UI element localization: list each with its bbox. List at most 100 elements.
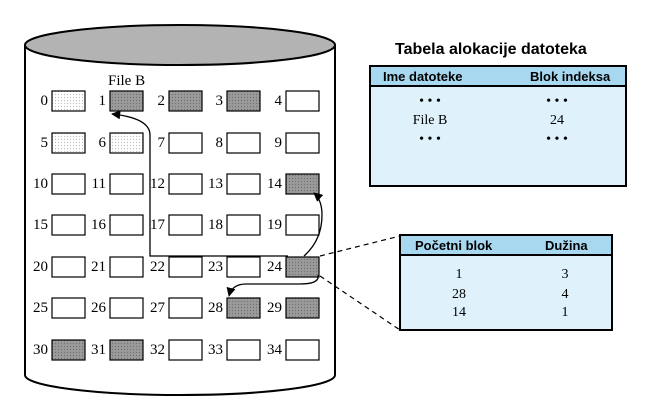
disk-block-28: 28 — [208, 297, 261, 319]
index-cell-start: 28 — [452, 287, 466, 302]
block-number: 13 — [208, 176, 223, 192]
disk-block-1: 1 — [99, 90, 144, 112]
block-number: 21 — [91, 259, 106, 275]
block-number: 22 — [150, 259, 165, 275]
disk-block-2: 2 — [158, 90, 203, 112]
disk-block-23: 23 — [208, 256, 261, 278]
block-number: 27 — [150, 300, 166, 316]
block-box — [51, 132, 86, 154]
block-number: 26 — [91, 300, 107, 316]
block-number: 16 — [91, 217, 107, 233]
disk-block-7: 7 — [158, 132, 203, 154]
index-cell-length: 4 — [562, 287, 569, 302]
block-box — [226, 173, 261, 195]
disk-block-9: 9 — [275, 132, 320, 154]
block-box — [285, 214, 320, 236]
block-box — [109, 339, 144, 361]
block-box — [168, 132, 203, 154]
disk-block-30: 30 — [33, 339, 86, 361]
block-box — [285, 297, 320, 319]
block-box — [109, 256, 144, 278]
block-number: 34 — [267, 342, 283, 358]
block-box — [51, 256, 86, 278]
disk-block-26: 26 — [91, 297, 144, 319]
disk-block-5: 5 — [41, 132, 86, 154]
block-number: 30 — [33, 342, 48, 358]
block-box — [285, 339, 320, 361]
block-box — [168, 90, 203, 112]
fat-col-indexblock: Blok indeksa — [530, 69, 611, 84]
disk-block-33: 33 — [208, 339, 261, 361]
disk-block-24: 24 — [267, 256, 320, 278]
block-pointers — [111, 110, 324, 297]
fat-cell-indexblock: • • • — [546, 94, 568, 109]
disk-block-14: 14 — [267, 173, 320, 195]
block-number: 3 — [216, 93, 224, 109]
block-box — [51, 297, 86, 319]
disk-block-11: 11 — [92, 173, 144, 195]
index-connectors — [319, 235, 401, 331]
block-box — [226, 132, 261, 154]
fat-row: File B 24 — [413, 113, 564, 128]
disk-block-18: 18 — [208, 214, 261, 236]
block-box — [51, 214, 86, 236]
block-number: 7 — [158, 135, 166, 151]
fat-col-filename: Ime datoteke — [383, 69, 462, 84]
disk-block-19: 19 — [267, 214, 320, 236]
block-number: 0 — [41, 93, 49, 109]
block-number: 31 — [91, 342, 106, 358]
block-number: 5 — [41, 135, 49, 151]
disk-block-25: 25 — [33, 297, 86, 319]
fat-cell-filename: • • • — [419, 132, 441, 147]
disk-block-27: 27 — [150, 297, 203, 319]
block-number: 8 — [216, 135, 224, 151]
block-box — [285, 256, 320, 278]
block-number: 28 — [208, 300, 223, 316]
block-box — [285, 132, 320, 154]
block-number: 32 — [150, 342, 165, 358]
block-number: 10 — [33, 176, 48, 192]
disk-block-20: 20 — [33, 256, 86, 278]
block-box — [168, 173, 203, 195]
block-number: 12 — [150, 176, 165, 192]
block-box — [109, 173, 144, 195]
disk-block-10: 10 — [33, 173, 86, 195]
pointer-to-block-28 — [226, 274, 319, 297]
block-number: 15 — [33, 217, 48, 233]
disk-block-29: 29 — [267, 297, 320, 319]
index-col-length: Dužina — [545, 238, 588, 253]
block-number: 33 — [208, 342, 223, 358]
disk-block-15: 15 — [33, 214, 86, 236]
block-box — [109, 214, 144, 236]
block-box — [226, 214, 261, 236]
disk-block-32: 32 — [150, 339, 203, 361]
block-number: 17 — [150, 217, 166, 233]
block-number: 18 — [208, 217, 223, 233]
pointer-to-block-14 — [303, 192, 324, 257]
block-box — [51, 339, 86, 361]
index-cell-start: 1 — [456, 267, 463, 282]
fat-row: • • • • • • — [419, 132, 568, 147]
block-number: 11 — [92, 176, 106, 192]
disk-block-22: 22 — [150, 256, 203, 278]
fat-cell-indexblock: • • • — [546, 132, 568, 147]
disk-block-8: 8 — [216, 132, 261, 154]
block-box — [168, 297, 203, 319]
block-number: 20 — [33, 259, 48, 275]
block-box — [168, 256, 203, 278]
fat-cell-indexblock: 24 — [550, 113, 564, 128]
fat-cell-filename: File B — [413, 113, 448, 128]
block-number: 6 — [99, 135, 107, 151]
disk-block-12: 12 — [150, 173, 203, 195]
block-box — [226, 256, 261, 278]
file-allocation-table: Tabela alokacije datoteka Ime datoteke B… — [369, 41, 627, 187]
block-box — [226, 297, 261, 319]
block-number: 25 — [33, 300, 48, 316]
disk-block-3: 3 — [216, 90, 261, 112]
file-b-label: File B — [108, 73, 145, 89]
disk-block-6: 6 — [99, 132, 144, 154]
